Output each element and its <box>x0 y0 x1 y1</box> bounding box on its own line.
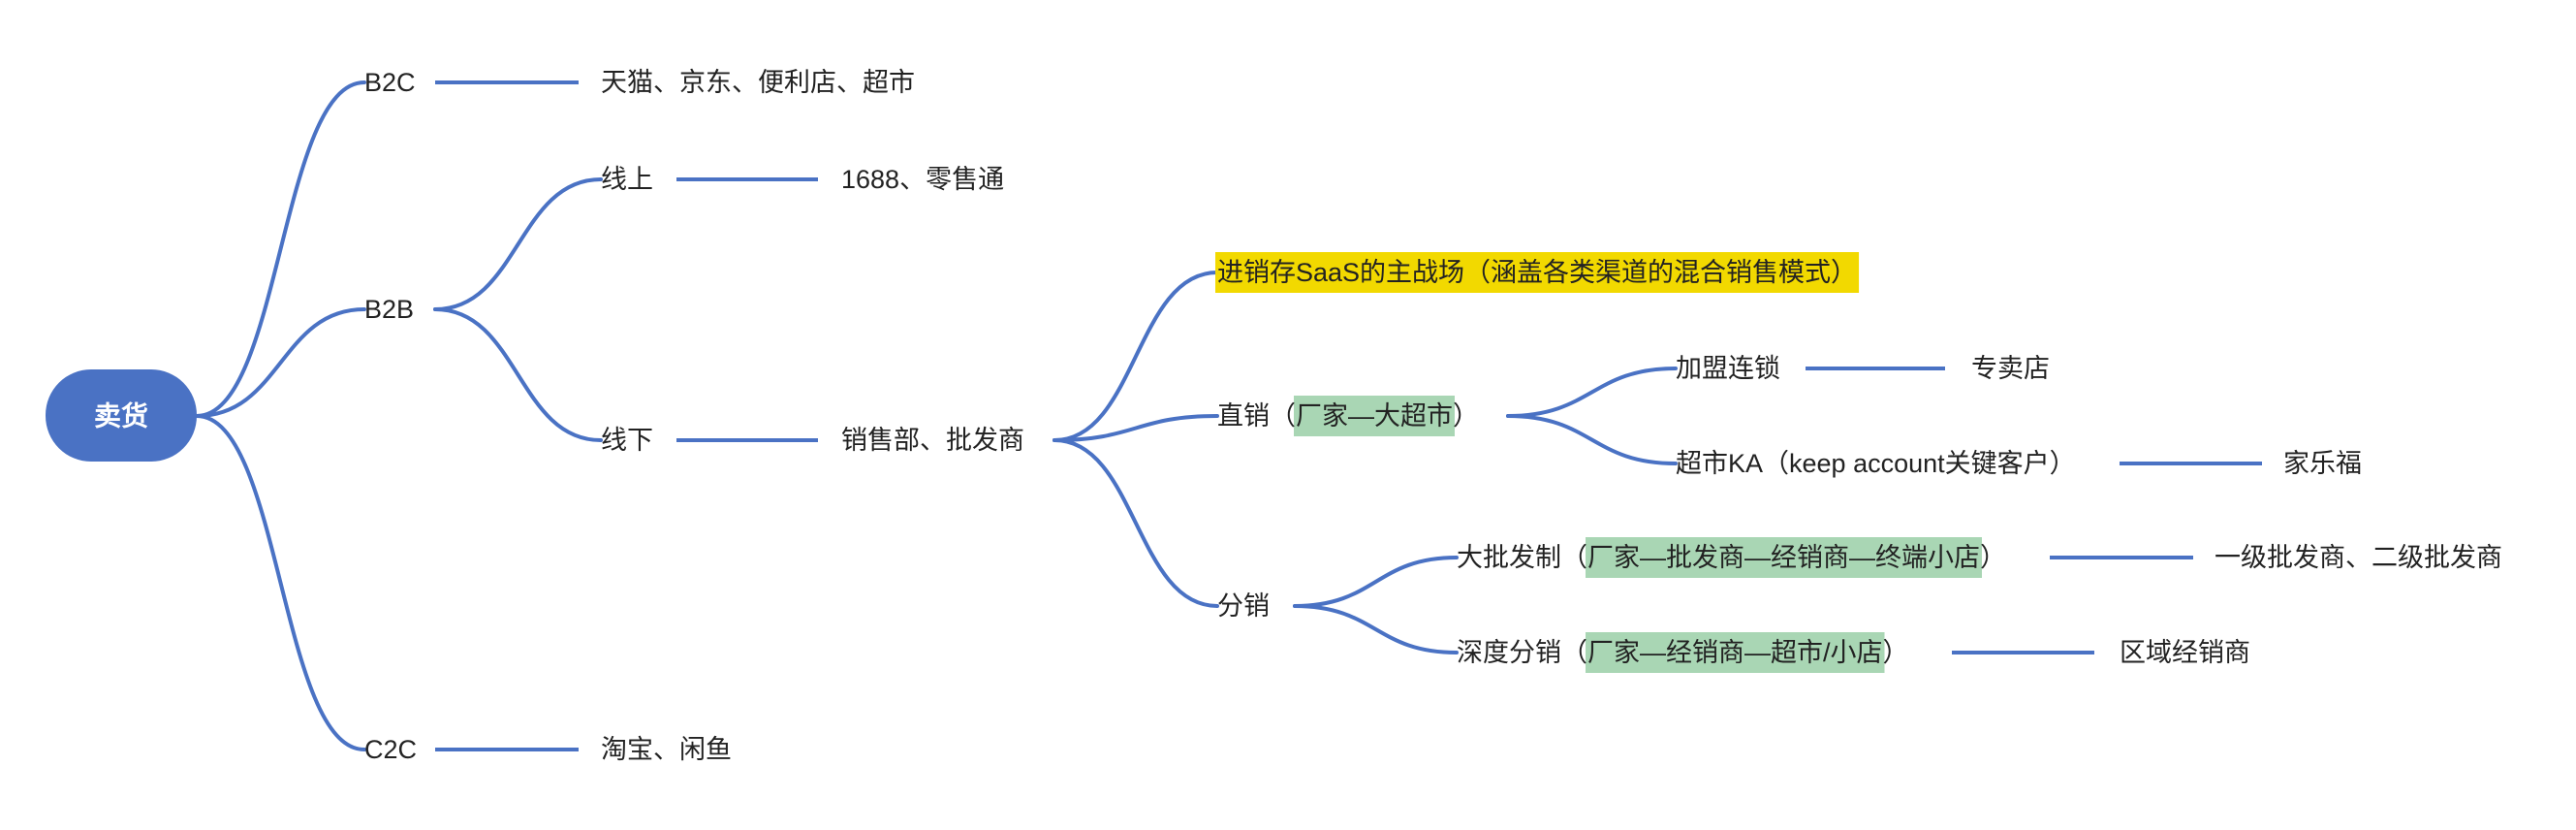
node-online[interactable]: 线上 <box>601 165 653 194</box>
connector-curve <box>433 307 603 442</box>
text-span: 一级批发商、二级批发商 <box>2215 543 2502 572</box>
node-deep[interactable]: 深度分销（厂家—经销商—超市/小店） <box>1457 632 1909 673</box>
node-wholesale-leaf-label: 一级批发商、二级批发商 <box>2215 543 2502 572</box>
node-b2c[interactable]: B2C <box>364 68 416 97</box>
node-franchise-label: 加盟连锁 <box>1676 354 1780 383</box>
text-span: 加盟连锁 <box>1676 354 1780 383</box>
connector-curve <box>1293 556 1459 608</box>
node-distribution[interactable]: 分销 <box>1217 591 1270 621</box>
node-ka-leaf[interactable]: 家乐福 <box>2283 449 2362 478</box>
connector-curve <box>1293 604 1459 654</box>
node-deep-leaf-label: 区域经销商 <box>2120 638 2250 667</box>
node-offline-channels[interactable]: 销售部、批发商 <box>841 426 1024 455</box>
node-online-channels-label: 1688、零售通 <box>841 165 1004 194</box>
text-span: B2B <box>364 295 414 324</box>
node-wholesale[interactable]: 大批发制（厂家—批发商—经销商—终端小店） <box>1457 537 2006 578</box>
text-span: 分销 <box>1217 591 1270 621</box>
text-span: 天猫、京东、便利店、超市 <box>601 68 915 97</box>
node-saas[interactable]: 进销存SaaS的主战场（涵盖各类渠道的混合销售模式） <box>1215 252 1860 293</box>
node-distribution-label: 分销 <box>1217 591 1270 621</box>
text-span: 专卖店 <box>1971 354 2050 383</box>
node-franchise[interactable]: 加盟连锁 <box>1676 354 1780 383</box>
node-b2c-channels[interactable]: 天猫、京东、便利店、超市 <box>601 68 915 97</box>
connector-curve <box>195 80 366 418</box>
node-deep-label: 深度分销（厂家—经销商—超市/小店） <box>1457 638 1909 667</box>
node-b2c-label: B2C <box>364 68 416 97</box>
highlighted-text: 厂家—经销商—超市/小店 <box>1587 638 1883 667</box>
connector-curve <box>1506 414 1678 465</box>
connector-curve <box>433 177 603 311</box>
highlighted-text: 厂家—大超市 <box>1296 401 1453 431</box>
text-span: B2C <box>364 68 416 97</box>
highlight-box <box>1215 252 1860 293</box>
connector-curve <box>1052 438 1219 608</box>
node-c2c-label: C2C <box>364 735 417 764</box>
connector-curve <box>195 414 366 751</box>
connector-curve <box>1506 367 1678 418</box>
node-b2b-label: B2B <box>364 295 414 324</box>
node-direct[interactable]: 直销（厂家—大超市） <box>1217 396 1479 436</box>
node-direct-label: 直销（厂家—大超市） <box>1217 401 1479 431</box>
text-span: C2C <box>364 735 417 764</box>
connectors <box>195 80 2262 751</box>
text-span: 销售部、批发商 <box>841 426 1024 455</box>
text-span: 超市KA（keep account关键客户） <box>1676 449 2076 478</box>
node-b2b[interactable]: B2B <box>364 295 414 324</box>
text-span: 1688、零售通 <box>841 165 1004 194</box>
connector-curve <box>1052 271 1219 442</box>
node-franchise-leaf[interactable]: 专卖店 <box>1971 354 2050 383</box>
text-span: ） <box>1980 543 2006 572</box>
node-franchise-leaf-label: 专卖店 <box>1971 354 2050 383</box>
node-online-channels[interactable]: 1688、零售通 <box>841 165 1004 194</box>
text-span: 淘宝、闲鱼 <box>601 735 732 764</box>
node-ka-label: 超市KA（keep account关键客户） <box>1676 449 2076 478</box>
node-offline-label: 线下 <box>601 426 653 455</box>
connector-curve <box>195 307 366 418</box>
text-span: ） <box>1453 401 1479 431</box>
node-saas-label: 进销存SaaS的主战场（涵盖各类渠道的混合销售模式） <box>1217 258 1857 287</box>
node-online-label: 线上 <box>601 165 653 194</box>
node-ka-leaf-label: 家乐福 <box>2283 449 2362 478</box>
node-b2c-channels-label: 天猫、京东、便利店、超市 <box>601 68 915 97</box>
text-span: 区域经销商 <box>2120 638 2250 667</box>
node-deep-leaf[interactable]: 区域经销商 <box>2120 638 2250 667</box>
root-node[interactable]: 卖货 <box>46 369 197 462</box>
text-span: 大批发制（ <box>1457 543 1587 572</box>
node-ka[interactable]: 超市KA（keep account关键客户） <box>1676 449 2076 478</box>
highlight-box <box>1294 396 1455 436</box>
text-span: 线上 <box>601 165 653 194</box>
node-c2c-channels-label: 淘宝、闲鱼 <box>601 735 732 764</box>
root-label: 卖货 <box>94 400 148 431</box>
text-span: ） <box>1883 638 1909 667</box>
node-offline[interactable]: 线下 <box>601 426 653 455</box>
root-pill <box>46 369 197 462</box>
node-wholesale-label: 大批发制（厂家—批发商—经销商—终端小店） <box>1457 543 2006 572</box>
text-span: 家乐福 <box>2283 449 2362 478</box>
connector-curve <box>1052 414 1219 442</box>
text-span: 深度分销（ <box>1457 638 1587 667</box>
node-offline-channels-label: 销售部、批发商 <box>841 426 1024 455</box>
highlight-box <box>1586 537 1982 578</box>
highlighted-text: 厂家—批发商—经销商—终端小店 <box>1587 543 1980 572</box>
node-c2c[interactable]: C2C <box>364 735 417 764</box>
text-span: 线下 <box>601 426 653 455</box>
highlight-box <box>1586 632 1885 673</box>
text-span: 直销（ <box>1217 401 1296 431</box>
node-wholesale-leaf[interactable]: 一级批发商、二级批发商 <box>2215 543 2502 572</box>
node-c2c-channels[interactable]: 淘宝、闲鱼 <box>601 735 732 764</box>
highlighted-text: 进销存SaaS的主战场（涵盖各类渠道的混合销售模式） <box>1217 258 1857 287</box>
